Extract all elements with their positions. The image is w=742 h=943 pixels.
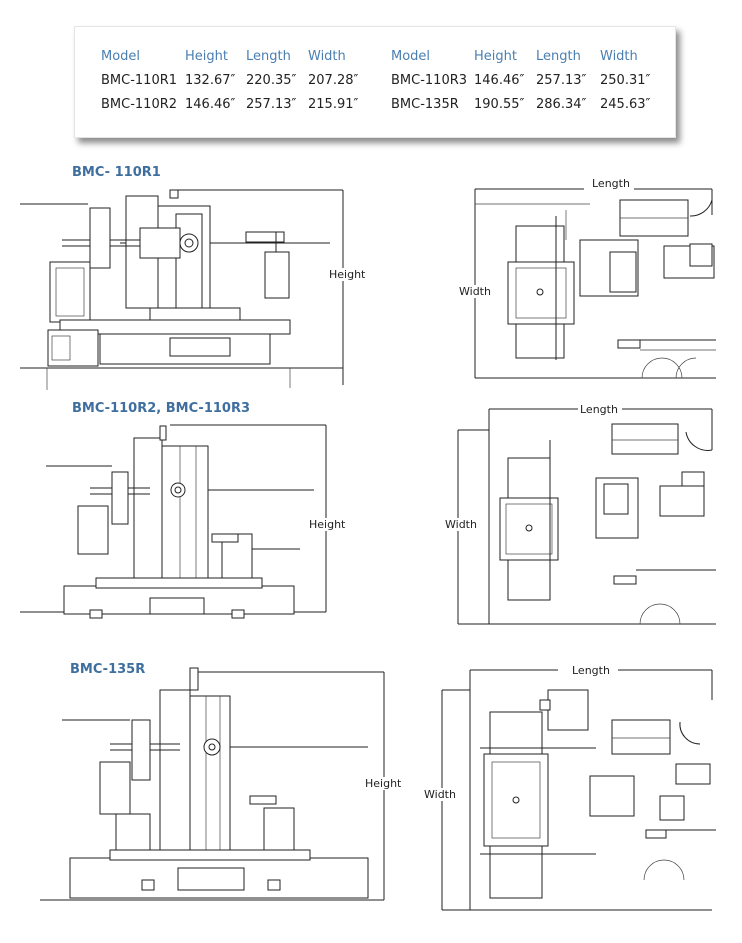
length-label: Length bbox=[590, 177, 632, 190]
front-view-drawing-1 bbox=[20, 189, 344, 390]
table-cell: 215.91″ bbox=[308, 97, 359, 112]
section-title-bmc-110r2-r3: BMC-110R2, BMC-110R3 bbox=[72, 401, 251, 416]
header-height: Height bbox=[474, 49, 517, 64]
top-view-drawing-2 bbox=[457, 408, 716, 625]
length-label: Length bbox=[570, 664, 612, 677]
table-cell: 250.31″ bbox=[600, 73, 651, 88]
header-length: Length bbox=[536, 49, 581, 64]
table-cell: BMC-110R2 bbox=[101, 97, 178, 112]
table-cell: 146.46″ bbox=[185, 97, 236, 112]
table-cell: 146.46″ bbox=[474, 73, 525, 88]
width-label: Width bbox=[422, 788, 458, 801]
table-cell: BMC-135R bbox=[391, 97, 459, 112]
front-view-drawing-3 bbox=[40, 667, 385, 901]
table-cell: 286.34″ bbox=[536, 97, 587, 112]
front-view-drawing-2 bbox=[20, 424, 327, 619]
spec-card: Model Height Length Width Model Height L… bbox=[74, 26, 676, 138]
table-cell: 257.13″ bbox=[536, 73, 587, 88]
table-cell: BMC-110R1 bbox=[101, 73, 178, 88]
height-label: Height bbox=[327, 268, 368, 281]
table-cell: 207.28″ bbox=[308, 73, 359, 88]
top-view-drawing-3 bbox=[441, 669, 716, 911]
table-cell: BMC-110R3 bbox=[391, 73, 468, 88]
header-model: Model bbox=[391, 49, 431, 64]
table-cell: 190.55″ bbox=[474, 97, 525, 112]
height-label: Height bbox=[363, 777, 404, 790]
header-length: Length bbox=[246, 49, 291, 64]
header-width: Width bbox=[600, 49, 638, 64]
table-cell: 132.67″ bbox=[185, 73, 236, 88]
table-cell: 257.13″ bbox=[246, 97, 297, 112]
height-label: Height bbox=[307, 518, 348, 531]
header-model: Model bbox=[101, 49, 141, 64]
section-title-bmc-110r1: BMC- 110R1 bbox=[72, 165, 161, 180]
table-cell: 245.63″ bbox=[600, 97, 651, 112]
section-title-bmc-135r: BMC-135R bbox=[70, 662, 146, 677]
width-label: Width bbox=[443, 518, 479, 531]
length-label: Length bbox=[578, 403, 620, 416]
table-cell: 220.35″ bbox=[246, 73, 297, 88]
top-view-drawing-1 bbox=[474, 188, 716, 379]
header-height: Height bbox=[185, 49, 228, 64]
width-label: Width bbox=[457, 285, 493, 298]
header-width: Width bbox=[308, 49, 346, 64]
